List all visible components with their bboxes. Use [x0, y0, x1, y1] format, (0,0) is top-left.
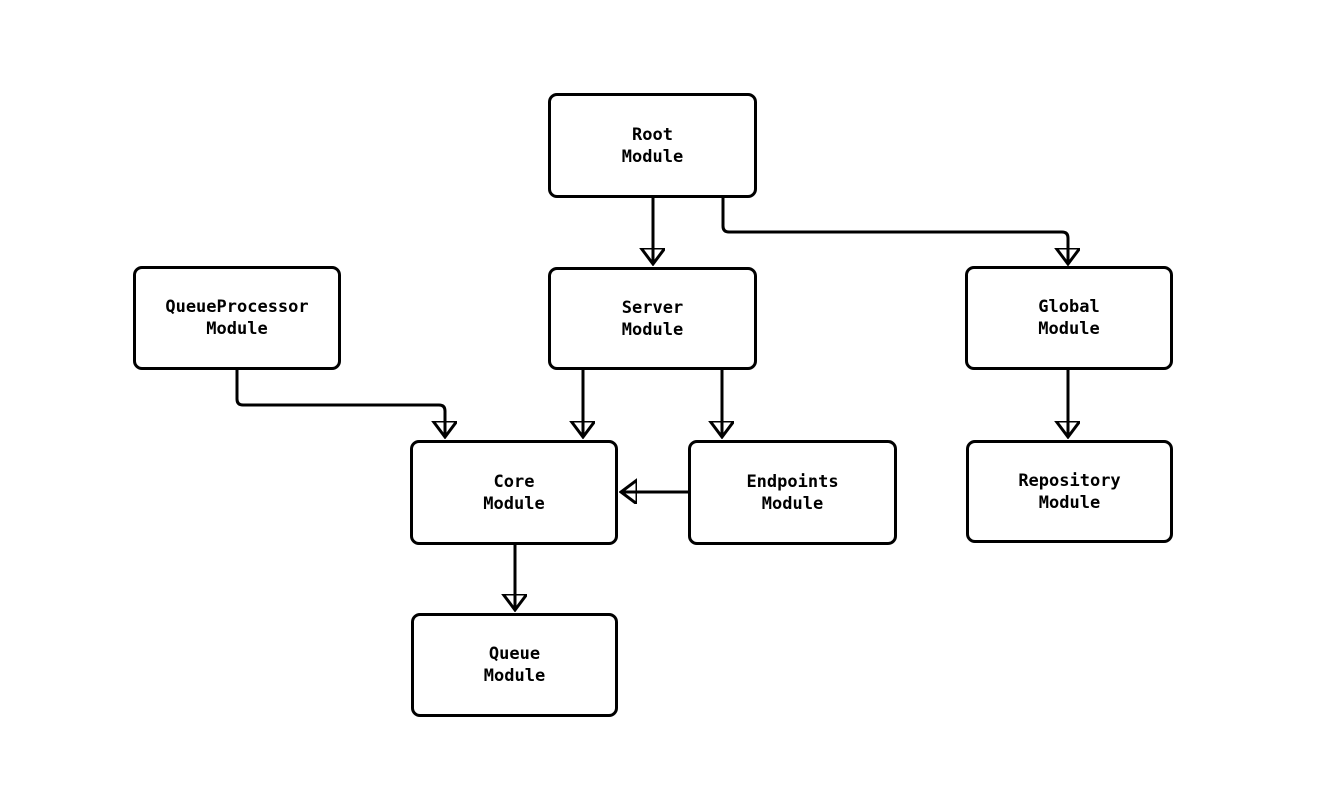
edge-queueprocessor-to-core [235, 370, 445, 436]
node-label-line: Core [493, 471, 535, 492]
node-repository-module: Repository Module [966, 440, 1173, 543]
node-queue-module: Queue Module [411, 613, 618, 717]
node-label-line: Module [483, 493, 545, 514]
node-label-line: Module [483, 666, 546, 686]
node-endpoints-module: Endpoints Module [688, 440, 897, 545]
node-label-line: Queue [488, 644, 541, 664]
node-label-line: Module [1038, 319, 1100, 339]
node-label-line: Module [621, 319, 684, 340]
node-root-module: Root Module [548, 93, 757, 198]
node-label-line: Module [1038, 492, 1101, 513]
node-core-module: Core Module [410, 440, 618, 545]
edge-root-to-global [721, 198, 1068, 263]
node-label-line: Endpoints [746, 471, 839, 492]
node-label-line: Module [621, 146, 684, 167]
node-label-line: Repository [1018, 470, 1121, 491]
node-server-module: Server Module [548, 267, 757, 370]
node-global-module: Global Module [965, 266, 1173, 370]
node-queueprocessor-module: QueueProcessor Module [133, 266, 341, 370]
node-label-line: QueueProcessor [165, 297, 309, 317]
node-label-line: Module [206, 319, 268, 339]
node-label-line: Module [761, 493, 824, 514]
node-label-line: Global [1038, 297, 1100, 317]
node-label-line: Root [632, 124, 673, 145]
node-label-line: Server [621, 297, 684, 318]
